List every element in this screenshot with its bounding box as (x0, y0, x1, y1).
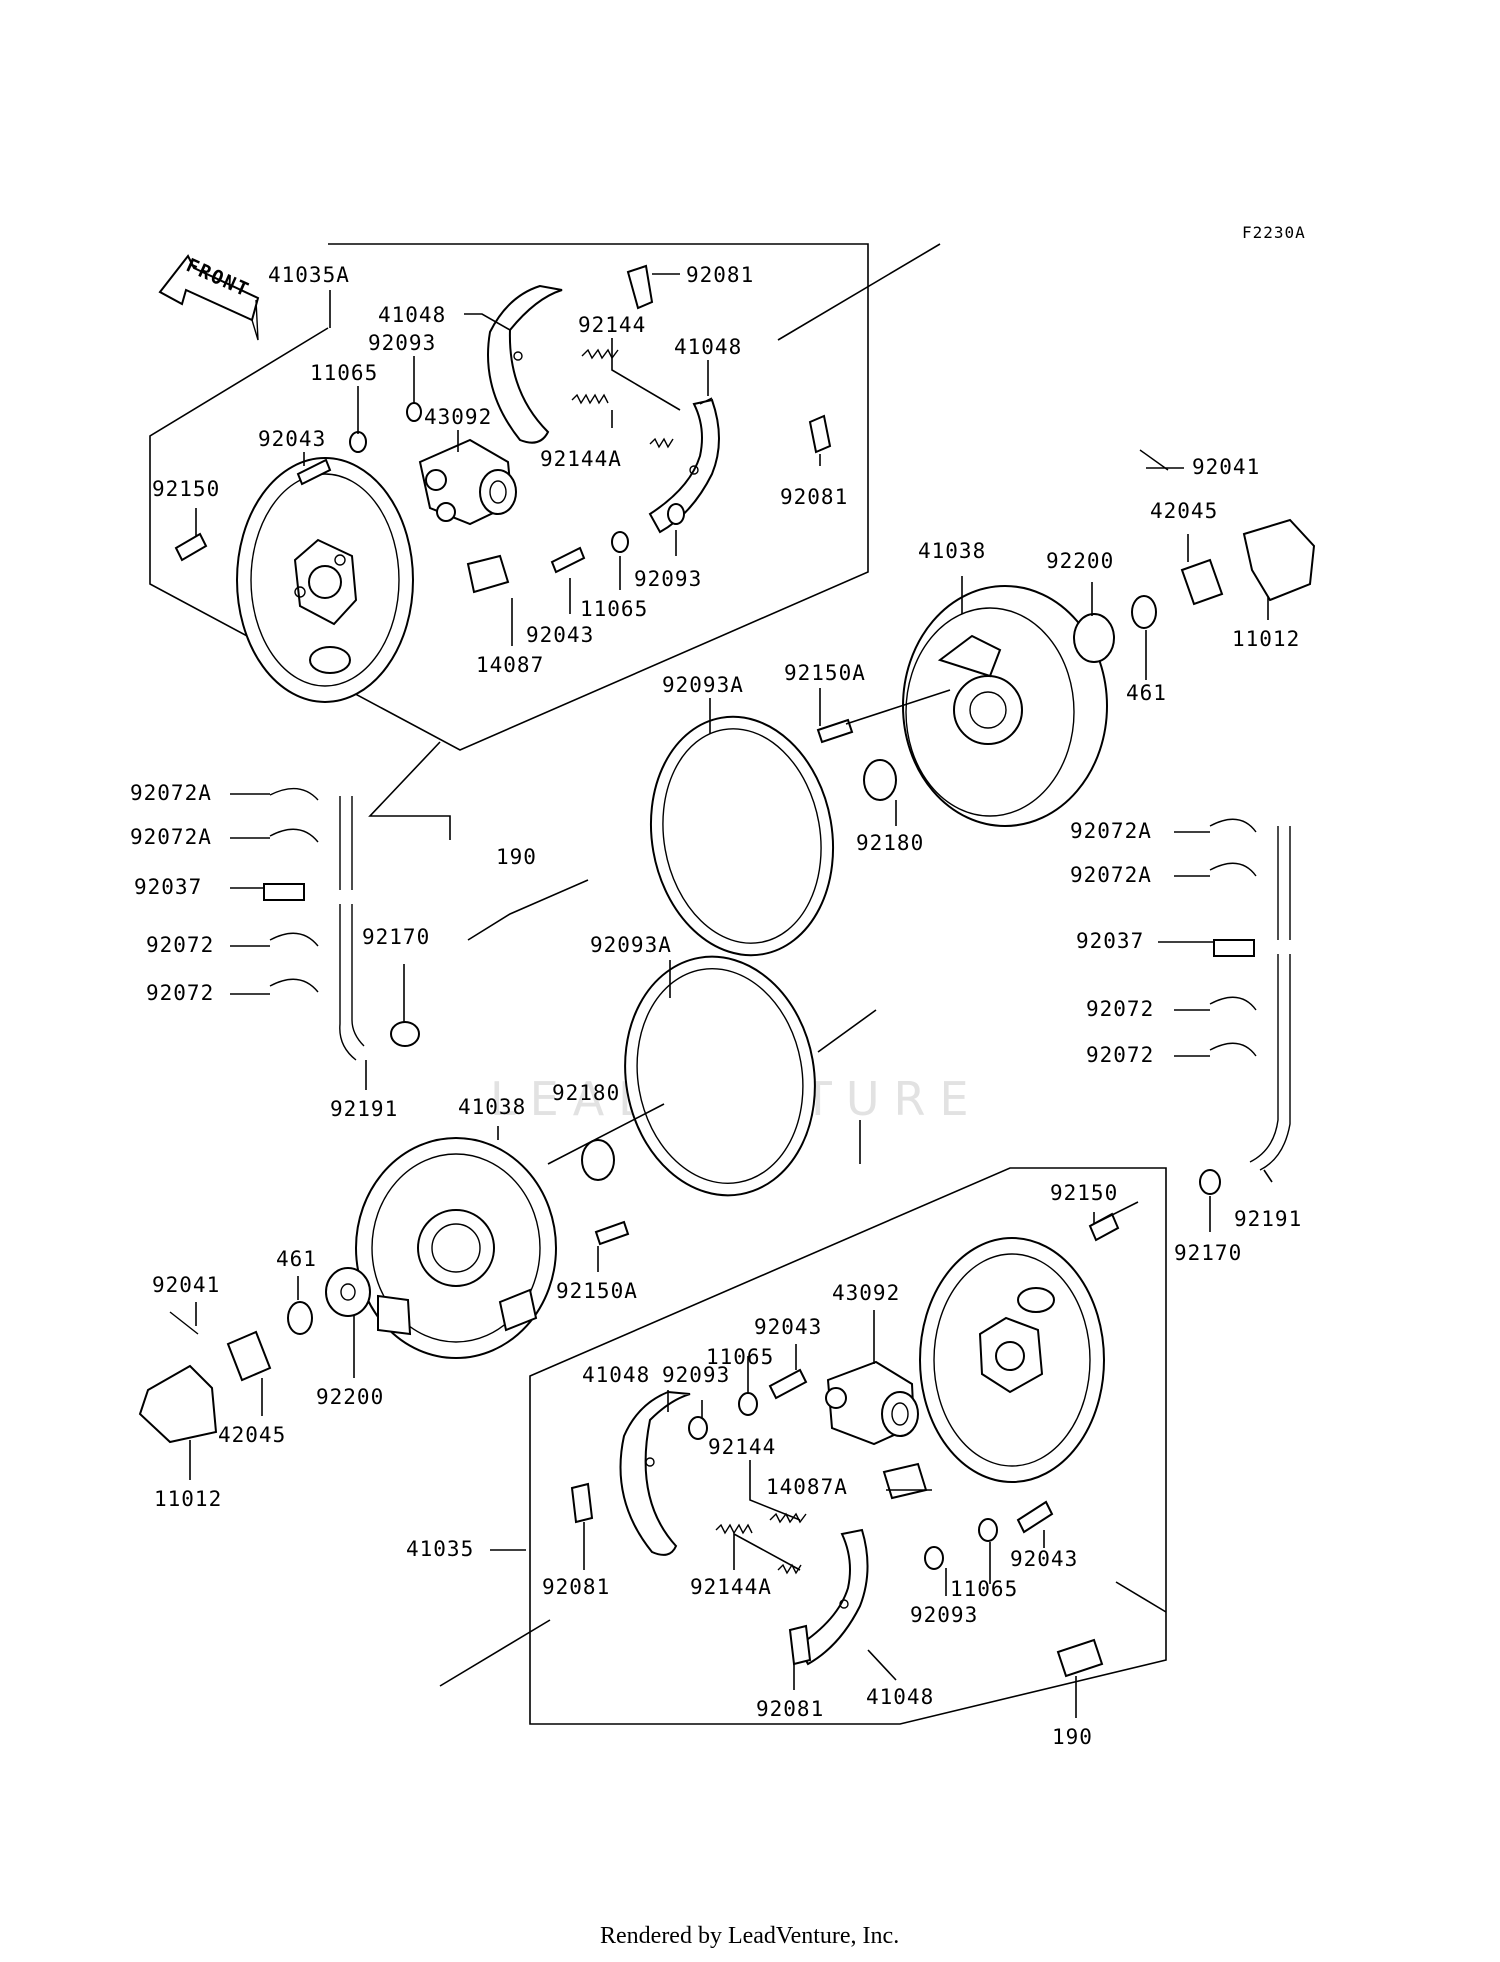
part-label: 92037 (134, 875, 202, 899)
part-label: 92072 (146, 933, 214, 957)
part-label: 41038 (918, 539, 986, 563)
part-label: 11065 (580, 597, 648, 621)
part-label: 92170 (1174, 1241, 1242, 1265)
part-label: 92072 (146, 981, 214, 1005)
part-label: 92043 (1010, 1547, 1078, 1571)
part-label: 92072A (1070, 863, 1152, 887)
part-label: 92072A (130, 781, 212, 805)
diagram-code: F2230A (1242, 223, 1306, 242)
part-label: 41035A (268, 263, 350, 287)
part-label: 14087 (476, 653, 544, 677)
part-label: 92200 (1046, 549, 1114, 573)
part-label: 11065 (310, 361, 378, 385)
part-label: 11065 (950, 1577, 1018, 1601)
part-label: 92043 (526, 623, 594, 647)
left-brake-hose (263, 787, 420, 1061)
part-label: 41048 (866, 1685, 934, 1709)
part-label: 41048 (674, 335, 742, 359)
top-brake-shoe-right (648, 397, 720, 534)
part-label: 92144A (540, 447, 622, 471)
part-label: 92180 (552, 1081, 620, 1105)
bottom-brake-shoe-left (619, 1390, 691, 1556)
bottom-brake-assembly-box (439, 1167, 1167, 1725)
part-label: 92072 (1086, 1043, 1154, 1067)
leader-lines (189, 273, 1273, 1718)
part-label: 461 (276, 1247, 317, 1271)
top-brake-assembly-box (149, 243, 941, 751)
top-spring-92144A (571, 393, 674, 449)
bottom-wheel-cylinder (825, 1360, 919, 1446)
left-brake-drum (355, 1137, 557, 1359)
top-wheel-cylinder (418, 438, 517, 526)
part-label: 92150 (152, 477, 220, 501)
part-label: 11065 (706, 1345, 774, 1369)
part-label: 92150A (784, 661, 866, 685)
part-label: 92081 (686, 263, 754, 287)
part-label: 41035 (406, 1537, 474, 1561)
part-label: 92043 (754, 1315, 822, 1339)
part-label: 92072A (130, 825, 212, 849)
part-label: 92081 (780, 485, 848, 509)
part-label: 92150A (556, 1279, 638, 1303)
part-label: 42045 (1150, 499, 1218, 523)
part-label: 92037 (1076, 929, 1144, 953)
part-label: 41048 (582, 1363, 650, 1387)
top-clip-92081-upper (626, 264, 654, 310)
brake-shoe-lining-lower (624, 955, 816, 1197)
part-label: 92191 (330, 1097, 398, 1121)
bottom-springs (715, 1512, 807, 1575)
right-hub-parts (816, 449, 1316, 801)
front-arrow-icon: FRONT (158, 254, 260, 341)
part-label: 11012 (154, 1487, 222, 1511)
part-label: 190 (496, 845, 537, 869)
part-label: 92093 (368, 331, 436, 355)
part-label: 92043 (258, 427, 326, 451)
part-label: 92170 (362, 925, 430, 949)
part-label: 43092 (424, 405, 492, 429)
part-label: 11012 (1232, 627, 1300, 651)
part-label: 92041 (1192, 455, 1260, 479)
part-label: 92072A (1070, 819, 1152, 843)
top-brake-shoe-left (487, 284, 563, 444)
part-label: 92041 (152, 1273, 220, 1297)
top-clip-92081-lower (808, 414, 832, 454)
right-brake-drum (902, 585, 1108, 827)
part-label: 92093 (662, 1363, 730, 1387)
top-small-parts (174, 402, 685, 594)
part-label: 190 (1052, 1725, 1093, 1749)
render-credit: Rendered by LeadVenture, Inc. (600, 1923, 899, 1949)
part-label: 42045 (218, 1423, 286, 1447)
part-label: 461 (1126, 681, 1167, 705)
bottom-backing-plate (919, 1237, 1105, 1483)
part-label: 92191 (1234, 1207, 1302, 1231)
part-label: 92072 (1086, 997, 1154, 1021)
part-label: 92093A (662, 673, 744, 697)
part-label: 92081 (756, 1697, 824, 1721)
part-label: 92144 (708, 1435, 776, 1459)
part-label: 41048 (378, 303, 446, 327)
part-label: 43092 (832, 1281, 900, 1305)
part-label: 92093 (910, 1603, 978, 1627)
right-brake-hose (1199, 818, 1291, 1195)
part-label: 92144 (578, 313, 646, 337)
part-label: 14087A (766, 1475, 848, 1499)
bottom-clips-92081 (570, 1482, 812, 1666)
part-label: 92200 (316, 1385, 384, 1409)
part-label: 92093 (634, 567, 702, 591)
left-hub-parts (138, 1139, 630, 1444)
part-labels: 41035A 92081 41048 92093 92144 41048 110… (130, 263, 1302, 1749)
part-label: 92144A (690, 1575, 772, 1599)
part-label: 41038 (458, 1095, 526, 1119)
brake-shoe-lining-upper (649, 715, 835, 957)
part-label: 92150 (1050, 1181, 1118, 1205)
part-label: 92180 (856, 831, 924, 855)
top-backing-plate (236, 457, 414, 703)
part-label: 92081 (542, 1575, 610, 1599)
part-label: 92093A (590, 933, 672, 957)
